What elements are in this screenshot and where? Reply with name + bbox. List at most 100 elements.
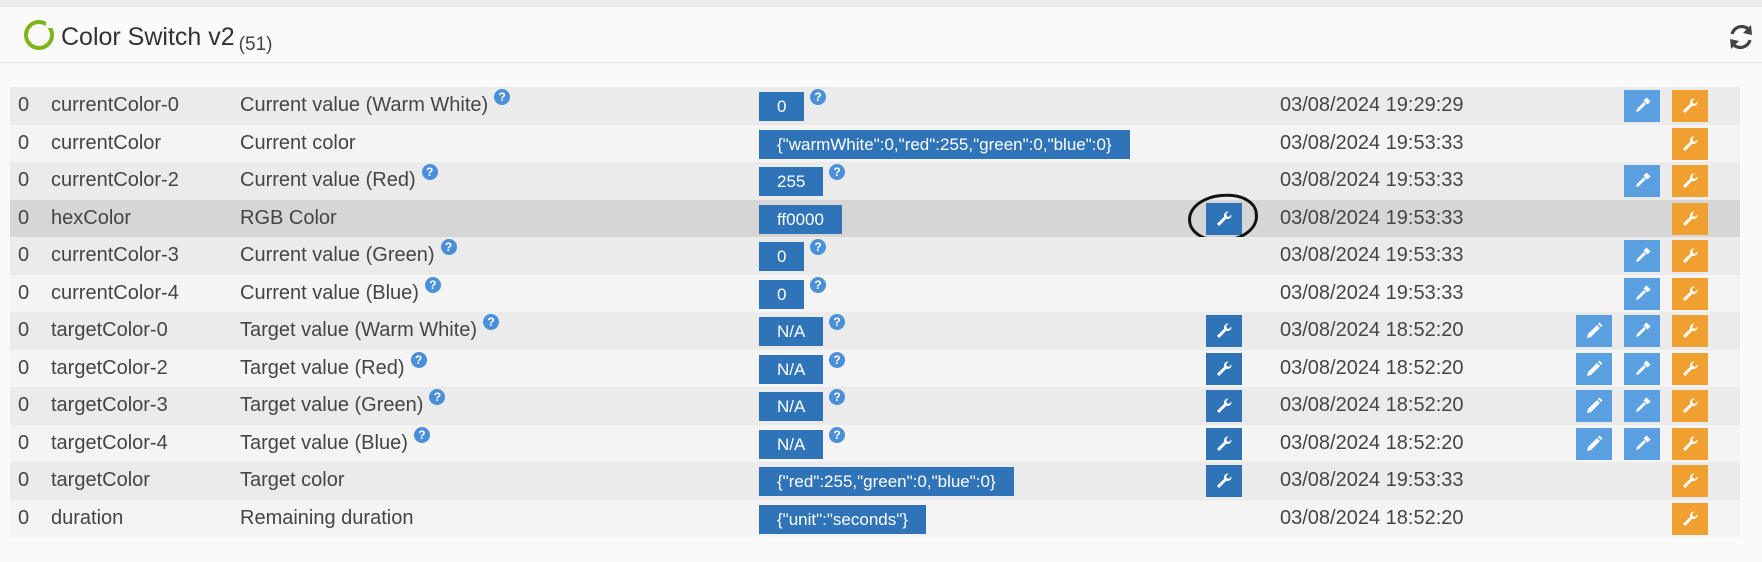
wrench-button[interactable]	[1206, 202, 1242, 235]
config-button[interactable]	[1672, 352, 1708, 385]
value-badge[interactable]: N/A	[759, 392, 824, 421]
wrench-icon	[1217, 435, 1232, 451]
last-change-time: 03/08/2024 19:53:33	[1280, 131, 1464, 154]
pipette-icon	[1636, 97, 1651, 112]
config-button[interactable]	[1672, 127, 1708, 160]
wrench-button[interactable]	[1206, 390, 1242, 422]
config-icon	[1683, 398, 1698, 413]
state-id: currentColor	[51, 131, 162, 154]
value-badge[interactable]: 0	[759, 279, 805, 309]
state-id: currentColor-0	[51, 94, 179, 116]
config-button[interactable]	[1672, 427, 1708, 460]
pipette-icon	[1636, 435, 1651, 450]
value-badge[interactable]: ff0000	[759, 204, 842, 234]
pipette-button[interactable]	[1624, 315, 1660, 347]
value-badge[interactable]: {"red":255,"green":0,"blue":0}	[759, 467, 1014, 496]
value-badge[interactable]: N/A	[759, 354, 824, 384]
help-icon[interactable]: ?	[413, 426, 430, 443]
row-ack-count: 0	[18, 394, 30, 416]
state-id: targetColor-3	[51, 394, 168, 416]
help-icon[interactable]: ?	[810, 239, 826, 255]
last-change-time: 03/08/2024 19:53:33	[1280, 281, 1464, 304]
state-description: Current value (Blue)?	[240, 275, 441, 313]
pipette-icon	[1636, 172, 1651, 187]
state-description: Current value (Warm White)?	[240, 87, 511, 125]
help-icon[interactable]: ?	[829, 426, 845, 443]
status-ring-icon	[24, 20, 54, 50]
state-id: currentColor-4	[51, 281, 179, 304]
last-change-time: 03/08/2024 19:53:33	[1280, 206, 1464, 229]
wrench-button[interactable]	[1206, 465, 1242, 497]
help-icon[interactable]: ?	[494, 89, 511, 105]
config-icon	[1683, 173, 1698, 188]
config-button[interactable]	[1672, 502, 1708, 535]
config-icon	[1683, 285, 1698, 301]
window-top-edge	[0, 0, 1762, 6]
annotation-circle	[1186, 191, 1260, 244]
pipette-button[interactable]	[1624, 427, 1660, 460]
table-row: 0 currentColor-0 Current value (Warm White…	[10, 87, 1740, 125]
help-icon[interactable]: ?	[810, 89, 826, 105]
edit-icon	[1587, 397, 1603, 413]
value-badge[interactable]: 255	[759, 167, 824, 196]
pipette-button[interactable]	[1624, 277, 1660, 310]
wrench-button[interactable]	[1206, 427, 1242, 460]
state-count: (51)	[238, 34, 273, 55]
edit-icon	[1587, 435, 1603, 451]
help-icon[interactable]: ?	[829, 164, 845, 180]
last-change-time: 03/08/2024 18:52:20	[1280, 356, 1464, 379]
config-button[interactable]	[1672, 277, 1708, 310]
value-badge[interactable]: {"unit":"seconds"}	[759, 504, 926, 534]
value-badge[interactable]: {"warmWhite":0,"red":255,"green":0,"blue…	[759, 129, 1130, 159]
state-id: targetColor-4	[51, 431, 168, 454]
edit-button[interactable]	[1576, 315, 1612, 347]
config-button[interactable]	[1672, 315, 1708, 347]
row-ack-count: 0	[18, 506, 30, 529]
config-icon	[1683, 435, 1698, 451]
pipette-button[interactable]	[1624, 390, 1660, 422]
edit-button[interactable]	[1576, 427, 1612, 460]
help-icon[interactable]: ?	[410, 351, 427, 368]
help-icon[interactable]: ?	[829, 351, 845, 368]
state-description: Current color	[240, 131, 356, 154]
edit-button[interactable]	[1576, 352, 1612, 385]
edit-button[interactable]	[1576, 390, 1612, 422]
value-badge[interactable]: 0	[759, 242, 805, 271]
help-icon[interactable]: ?	[429, 389, 446, 405]
config-button[interactable]	[1672, 240, 1708, 272]
refresh-button[interactable]	[1726, 22, 1756, 52]
help-icon[interactable]: ?	[829, 389, 845, 405]
help-icon[interactable]: ?	[421, 164, 438, 180]
config-button[interactable]	[1672, 90, 1708, 122]
state-description: RGB Color	[240, 206, 337, 229]
config-button[interactable]	[1672, 465, 1708, 497]
state-description: Target value (Red)?	[240, 350, 427, 388]
wrench-button[interactable]	[1206, 315, 1242, 347]
config-button[interactable]	[1672, 202, 1708, 235]
state-id: targetColor	[51, 469, 150, 491]
value-badge[interactable]: N/A	[759, 429, 824, 459]
pipette-button[interactable]	[1624, 165, 1660, 197]
value-badge[interactable]: N/A	[759, 317, 824, 346]
config-button[interactable]	[1672, 390, 1708, 422]
config-button[interactable]	[1672, 165, 1708, 197]
state-id: currentColor-3	[51, 244, 179, 266]
help-icon[interactable]: ?	[440, 239, 457, 255]
help-icon[interactable]: ?	[483, 314, 500, 330]
state-id: targetColor-2	[51, 356, 168, 379]
row-ack-count: 0	[18, 281, 30, 304]
help-icon[interactable]: ?	[810, 276, 826, 293]
wrench-button[interactable]	[1206, 352, 1242, 385]
value-badge[interactable]: 0	[759, 92, 805, 121]
help-icon[interactable]: ?	[424, 276, 441, 293]
wrench-icon	[1217, 360, 1232, 376]
pipette-button[interactable]	[1624, 240, 1660, 272]
help-icon[interactable]: ?	[829, 314, 845, 330]
last-change-time: 03/08/2024 18:52:20	[1280, 506, 1464, 529]
pipette-button[interactable]	[1624, 90, 1660, 122]
pipette-button[interactable]	[1624, 352, 1660, 385]
